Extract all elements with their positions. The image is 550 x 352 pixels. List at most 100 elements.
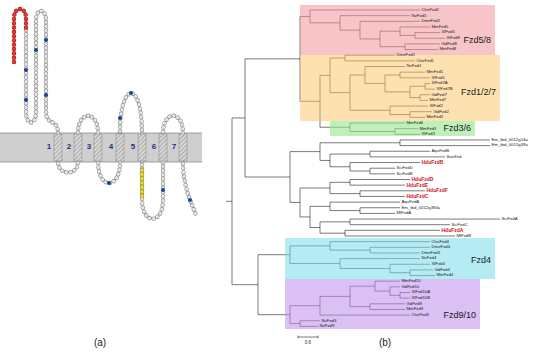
taxon-name: SciFzdB bbox=[397, 172, 413, 176]
tree-branch bbox=[360, 196, 405, 197]
taxon-name: XlFzd10B bbox=[412, 296, 431, 300]
clade-box: Fzd9/10 bbox=[285, 279, 480, 329]
taxon-name: MlFzdB bbox=[457, 234, 472, 238]
tree-branch bbox=[310, 227, 320, 228]
taxon-name: XlFzd10A bbox=[412, 290, 431, 294]
taxon-name: CheFzd4 bbox=[432, 240, 449, 244]
scale-tick bbox=[318, 336, 319, 339]
tree-branch bbox=[350, 185, 405, 186]
taxon-name: AquFzdB bbox=[432, 149, 450, 153]
tree-branch bbox=[300, 216, 310, 217]
taxon-name: XlFzd7A bbox=[432, 81, 448, 85]
taxon-name: MmFzd2 bbox=[427, 115, 444, 119]
scale-bar bbox=[298, 336, 318, 339]
clade-name: Fzd9/10 bbox=[443, 311, 476, 320]
tree-branch bbox=[370, 156, 445, 157]
helix-number: 4 bbox=[109, 143, 113, 151]
helix bbox=[74, 134, 82, 161]
panel-label: (a) bbox=[94, 338, 106, 348]
taxon-name: CheFzd2 bbox=[422, 8, 439, 12]
taxon-name: SciFzdC bbox=[452, 223, 468, 227]
taxon-name: XlFzd7B bbox=[437, 87, 453, 91]
taxon-name: HduFzdB bbox=[422, 160, 444, 165]
site-dots bbox=[24, 38, 192, 202]
tree-branch bbox=[330, 154, 370, 155]
taxon-name: HduFzdA bbox=[442, 228, 464, 233]
helix bbox=[94, 134, 102, 161]
site-dot bbox=[118, 116, 122, 120]
taxon-name: DmeFzd2 bbox=[422, 19, 441, 23]
taxon-name: MmFzd3 bbox=[420, 127, 437, 131]
taxon-name: HduFzdC bbox=[407, 194, 429, 199]
taxon-name: XlFzd2 bbox=[430, 104, 443, 108]
tree-branch bbox=[232, 117, 245, 118]
clade-box: Fzd1/2/7 bbox=[300, 55, 500, 121]
tree-branch bbox=[320, 160, 330, 161]
site-dot bbox=[34, 48, 38, 52]
taxon-name: Em_tbd_0012g39a bbox=[492, 143, 528, 147]
tree-branch bbox=[330, 193, 360, 194]
helix-number: 3 bbox=[87, 143, 91, 151]
tree-branch bbox=[330, 202, 400, 203]
bead-chain bbox=[26, 11, 196, 219]
tree-branch bbox=[350, 171, 370, 172]
tree-branch bbox=[330, 166, 350, 167]
tree-branch bbox=[320, 142, 400, 143]
taxon-name: CheFzd3 bbox=[412, 313, 429, 317]
site-dot bbox=[24, 68, 28, 72]
clade-box: Fzd3/6 bbox=[330, 121, 475, 136]
taxon-name: MmFzd7 bbox=[430, 98, 447, 102]
tree-branch bbox=[345, 230, 440, 231]
taxon-name: MmFzd4 bbox=[437, 273, 454, 277]
scale-line bbox=[298, 337, 318, 338]
taxon-name: XlFzd4 bbox=[432, 262, 445, 266]
taxon-name: DmeFzd4 bbox=[432, 245, 451, 249]
helix bbox=[138, 134, 146, 161]
taxon-name: NvFzd9 bbox=[320, 324, 335, 328]
taxon-name: NvFzd3 bbox=[322, 319, 337, 323]
signal-peptide bbox=[14, 9, 26, 62]
helix-number: 5 bbox=[131, 143, 135, 151]
taxon-name: MmFzd8 bbox=[440, 47, 457, 51]
tree-branch bbox=[350, 224, 450, 225]
taxon-name: MmFzd5 bbox=[432, 25, 449, 29]
taxon-name: MmFzd1 bbox=[427, 70, 444, 74]
tree-branch bbox=[370, 151, 430, 152]
helix-number: 1 bbox=[47, 143, 51, 151]
membrane-band bbox=[0, 133, 202, 162]
taxon-name: SciFzdA bbox=[502, 217, 518, 221]
tree-branch bbox=[345, 236, 455, 237]
tree-branch bbox=[350, 179, 410, 180]
membrane-edge bbox=[0, 162, 202, 163]
helix-number: 2 bbox=[67, 143, 71, 151]
tree-branch bbox=[300, 187, 330, 188]
tree-branch bbox=[310, 206, 330, 207]
taxon-name: AquFzdA bbox=[402, 200, 420, 204]
taxon-name: CheFzd1 bbox=[417, 59, 434, 63]
helix-number: 6 bbox=[152, 143, 156, 151]
taxon-name: MmFzd6 bbox=[407, 121, 424, 125]
tree-branch bbox=[400, 145, 490, 146]
helix bbox=[179, 134, 187, 161]
helix bbox=[116, 134, 124, 161]
taxon-name: NvFzd4 bbox=[422, 256, 437, 260]
site-dot bbox=[44, 38, 48, 42]
taxon-name: GdFzd7 bbox=[432, 93, 447, 97]
taxon-name: DmeFzd1 bbox=[397, 53, 416, 57]
tree-branch bbox=[320, 233, 345, 234]
motif-segment bbox=[140, 170, 144, 200]
site-dot bbox=[24, 98, 28, 102]
tree-branch bbox=[350, 219, 500, 220]
clade-box: Fzd5/8 bbox=[300, 5, 495, 55]
taxon-name: XlFzd8 bbox=[447, 36, 460, 40]
tree-branch bbox=[350, 162, 420, 163]
motif-segment bbox=[140, 170, 143, 200]
tree-branch bbox=[360, 213, 395, 214]
taxon-name: GdFzd10 bbox=[402, 285, 420, 289]
taxon-name: GdFzd8 bbox=[442, 42, 457, 46]
clade-name: Fzd1/2/7 bbox=[461, 88, 496, 97]
clade-name: Fzd3/6 bbox=[443, 124, 471, 133]
site-dot bbox=[107, 181, 111, 185]
clade-box: Fzd4 bbox=[285, 238, 495, 279]
